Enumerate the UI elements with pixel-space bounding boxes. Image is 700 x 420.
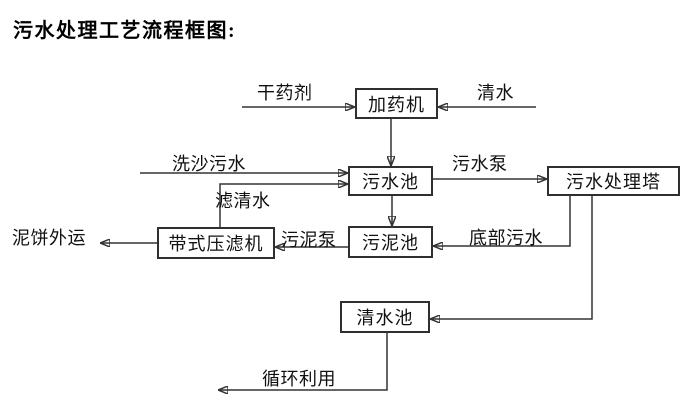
node-belt-filter-press-label: 带式压滤机 — [168, 234, 264, 254]
arrow-filtered-water-to-sewage — [219, 184, 348, 227]
node-treatment-tower: 污水处理塔 — [547, 166, 680, 196]
page-title: 污水处理工艺流程框图: — [13, 20, 237, 42]
arrow-clean-pool-to-recycle — [218, 333, 388, 390]
node-clean-water-pool-label: 清水池 — [356, 308, 414, 328]
node-belt-filter-press: 带式压滤机 — [157, 227, 275, 259]
node-treatment-tower-label: 污水处理塔 — [566, 172, 661, 192]
node-dosing-machine: 加药机 — [355, 88, 438, 119]
node-sewage-pool: 污水池 — [348, 166, 433, 196]
label-sludge-pump: 污泥泵 — [281, 230, 337, 250]
node-sludge-pool: 污泥池 — [348, 226, 433, 258]
arrow-tower-to-clean-pool — [430, 196, 593, 319]
label-mud-cake-outbound: 泥饼外运 — [12, 228, 86, 248]
node-dosing-machine-label: 加药机 — [368, 94, 425, 115]
node-clean-water-pool: 清水池 — [340, 301, 430, 333]
label-clean-water: 清水 — [477, 83, 514, 103]
label-sand-washing-sewage: 洗沙污水 — [172, 154, 246, 174]
label-dry-agent: 干药剂 — [257, 83, 313, 103]
node-sewage-pool-label: 污水池 — [362, 172, 419, 192]
label-sewage-pump: 污水泵 — [452, 154, 508, 174]
label-recycling: 循环利用 — [262, 369, 336, 389]
arrow-tower-bottom-to-sludge — [433, 196, 571, 246]
label-filtered-water: 滤清水 — [215, 191, 271, 211]
node-sludge-pool-label: 污泥池 — [362, 233, 419, 253]
label-bottom-sewage: 底部污水 — [469, 228, 543, 248]
